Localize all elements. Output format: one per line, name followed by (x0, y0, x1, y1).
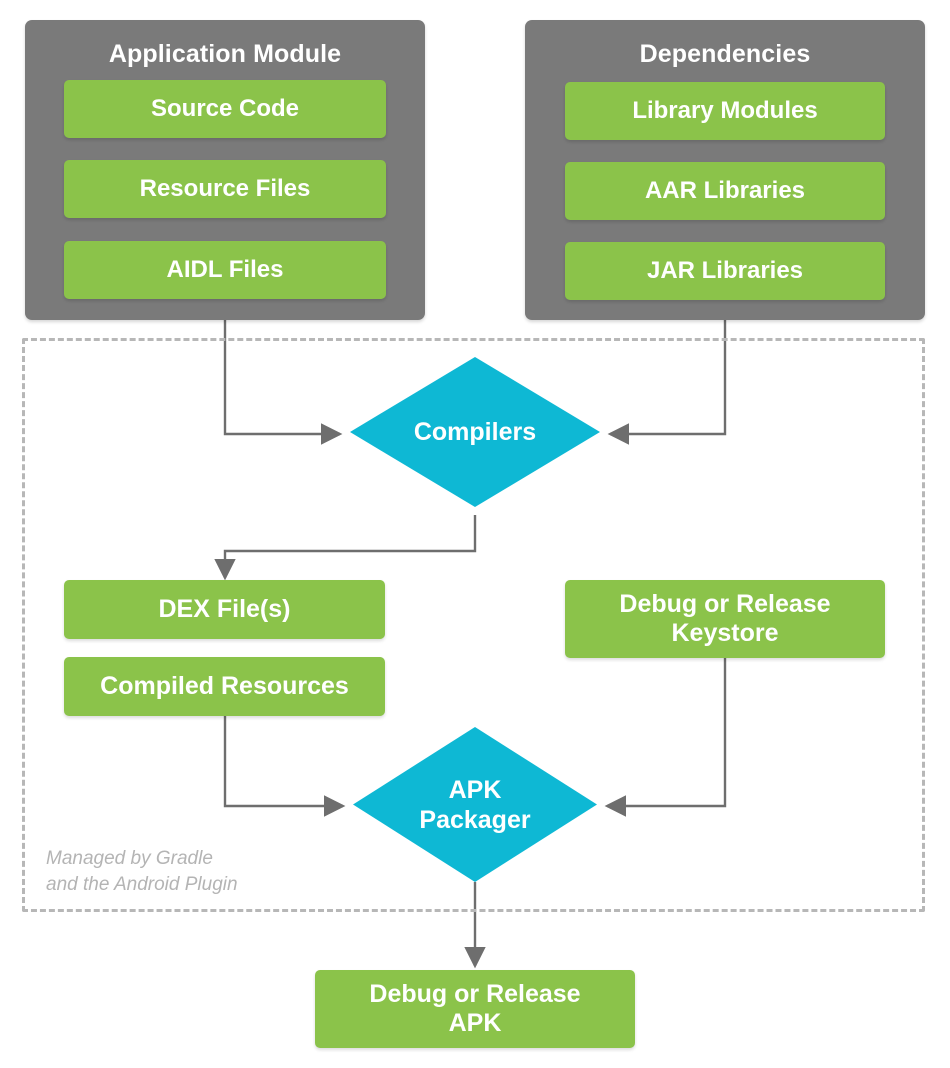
managed-by-gradle-caption: Managed by Gradle and the Android Plugin (46, 848, 238, 895)
chip-resource-files[interactable]: Resource Files (64, 160, 386, 218)
diamond-shape-compilers (350, 357, 600, 507)
chip-jar-libraries[interactable]: JAR Libraries (565, 242, 885, 300)
chip-aidl-files[interactable]: AIDL Files (64, 241, 386, 299)
process-apk-packager[interactable]: APK Packager (353, 727, 597, 882)
chip-library-modules[interactable]: Library Modules (565, 82, 885, 140)
chip-aar-libraries[interactable]: AAR Libraries (565, 162, 885, 220)
diamond-shape-apk-packager (353, 727, 597, 882)
artifact-keystore[interactable]: Debug or Release Keystore (565, 580, 885, 658)
artifact-compiled-resources[interactable]: Compiled Resources (64, 657, 385, 716)
artifact-dex-files[interactable]: DEX File(s) (64, 580, 385, 639)
artifact-output-apk[interactable]: Debug or Release APK (315, 970, 635, 1048)
chip-source-code[interactable]: Source Code (64, 80, 386, 138)
process-compilers[interactable]: Compilers (350, 357, 600, 507)
group-title-dependencies: Dependencies (639, 40, 811, 68)
managed-by-gradle-region (22, 338, 925, 912)
group-title-application-module: Application Module (108, 40, 342, 68)
